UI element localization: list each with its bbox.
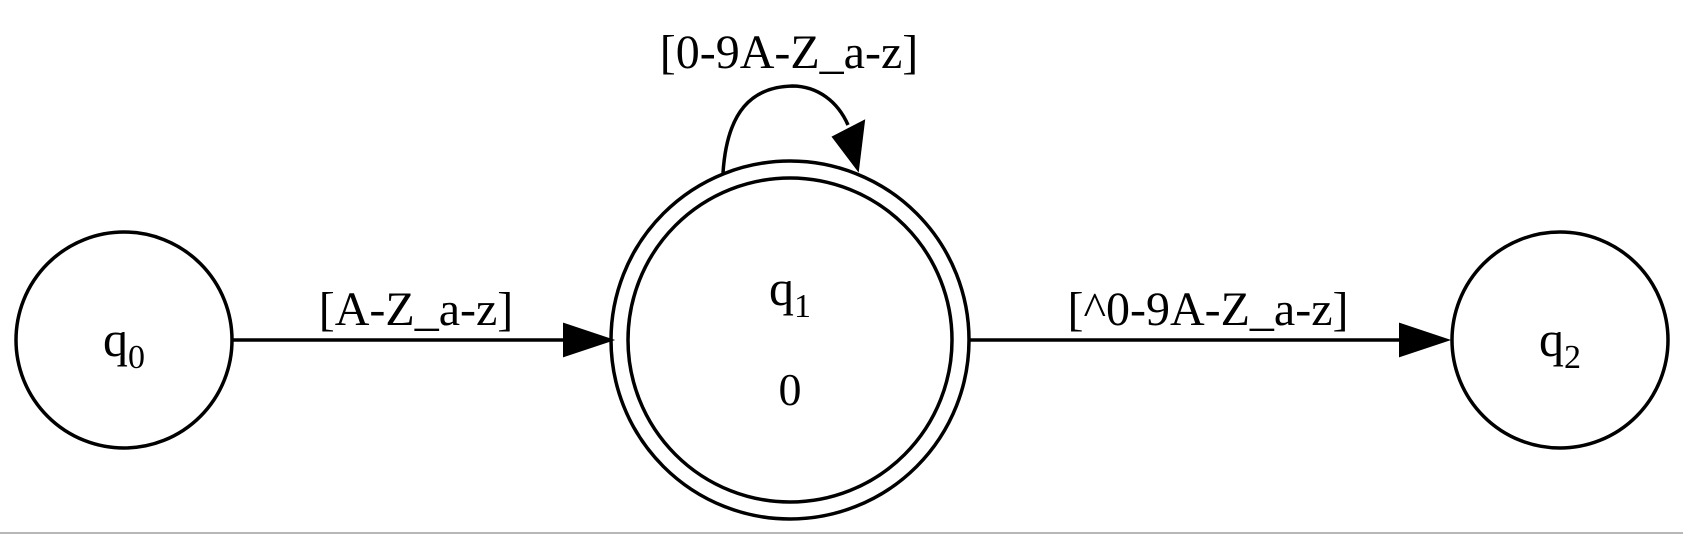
state-q0-circle [14,230,234,450]
state-q1: q1 0 [609,159,971,521]
edge-label-q1-q2: [^0-9A-Z_a-z] [1067,283,1348,336]
arrowhead-q1-q2 [1399,322,1452,358]
edge-label-q1-loop: [0-9A-Z_a-z] [660,26,919,79]
state-q1-outer-circle [609,159,971,521]
state-q0-label: q0 [103,311,145,376]
state-q2-circle [1450,230,1670,450]
arrowhead-q0-q1 [563,322,616,358]
edge-q1-to-q2: [^0-9A-Z_a-z] [970,283,1452,358]
state-q0: q0 [14,230,234,450]
edge-q1-self-loop: [0-9A-Z_a-z] [660,26,919,174]
edge-label-q0-q1: [A-Z_a-z] [319,283,514,336]
state-q2-label: q2 [1539,311,1581,376]
state-q1-label: q1 [769,260,811,325]
edge-q0-to-q1: [A-Z_a-z] [233,283,616,358]
arrowhead-q1-loop [831,119,866,173]
state-q1-output: 0 [779,364,802,415]
state-q2: q2 [1450,230,1670,450]
state-q1-inner-circle [626,176,954,504]
bottom-divider [0,532,1683,534]
edge-line-q1-loop [721,84,850,174]
